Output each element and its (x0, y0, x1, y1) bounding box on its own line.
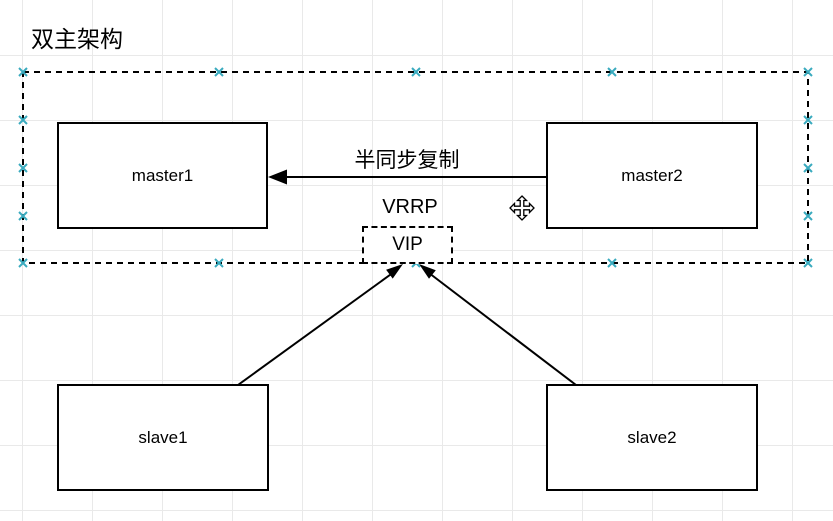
node-master1[interactable]: master1 (57, 122, 268, 229)
node-vip[interactable]: VIP (362, 226, 453, 264)
selection-handle[interactable] (214, 67, 224, 77)
selection-handle[interactable] (803, 115, 813, 125)
edge-slave1-vip[interactable] (237, 264, 403, 386)
node-label: master2 (621, 165, 683, 185)
arrowhead-left-icon (268, 169, 287, 185)
selection-handle[interactable] (18, 211, 28, 221)
node-slave2[interactable]: slave2 (546, 384, 758, 491)
node-master2[interactable]: master2 (546, 122, 758, 229)
selection-handle[interactable] (18, 258, 28, 268)
selection-handle[interactable] (803, 163, 813, 173)
edge-slave2-vip[interactable] (419, 264, 577, 386)
selection-handle[interactable] (18, 115, 28, 125)
edge-label-replication[interactable]: 半同步复制 (354, 149, 460, 172)
selection-handle[interactable] (607, 67, 617, 77)
selection-handle[interactable] (803, 67, 813, 77)
edge-line[interactable] (237, 271, 395, 386)
selection-handle[interactable] (607, 258, 617, 268)
node-slave1[interactable]: slave1 (57, 384, 269, 491)
selection-handle[interactable] (214, 258, 224, 268)
selection-handle[interactable] (803, 258, 813, 268)
node-label: VIP (392, 234, 423, 255)
node-label: slave2 (627, 427, 677, 447)
edge-master2-master1[interactable] (268, 169, 546, 185)
selection-handles (18, 67, 813, 268)
arrowhead-up-icon (419, 264, 436, 279)
move-cursor-icon (509, 195, 535, 221)
arrowhead-up-icon (386, 264, 403, 279)
edge-line[interactable] (428, 272, 577, 386)
selection-handle[interactable] (18, 67, 28, 77)
vrrp-label[interactable]: VRRP (382, 196, 438, 218)
selection-handle[interactable] (18, 163, 28, 173)
selection-handle[interactable] (803, 211, 813, 221)
node-label: master1 (131, 165, 194, 185)
diagram-title[interactable]: 双主架构 (31, 26, 123, 52)
selection-handle[interactable] (411, 67, 421, 77)
node-label: slave1 (138, 427, 188, 447)
